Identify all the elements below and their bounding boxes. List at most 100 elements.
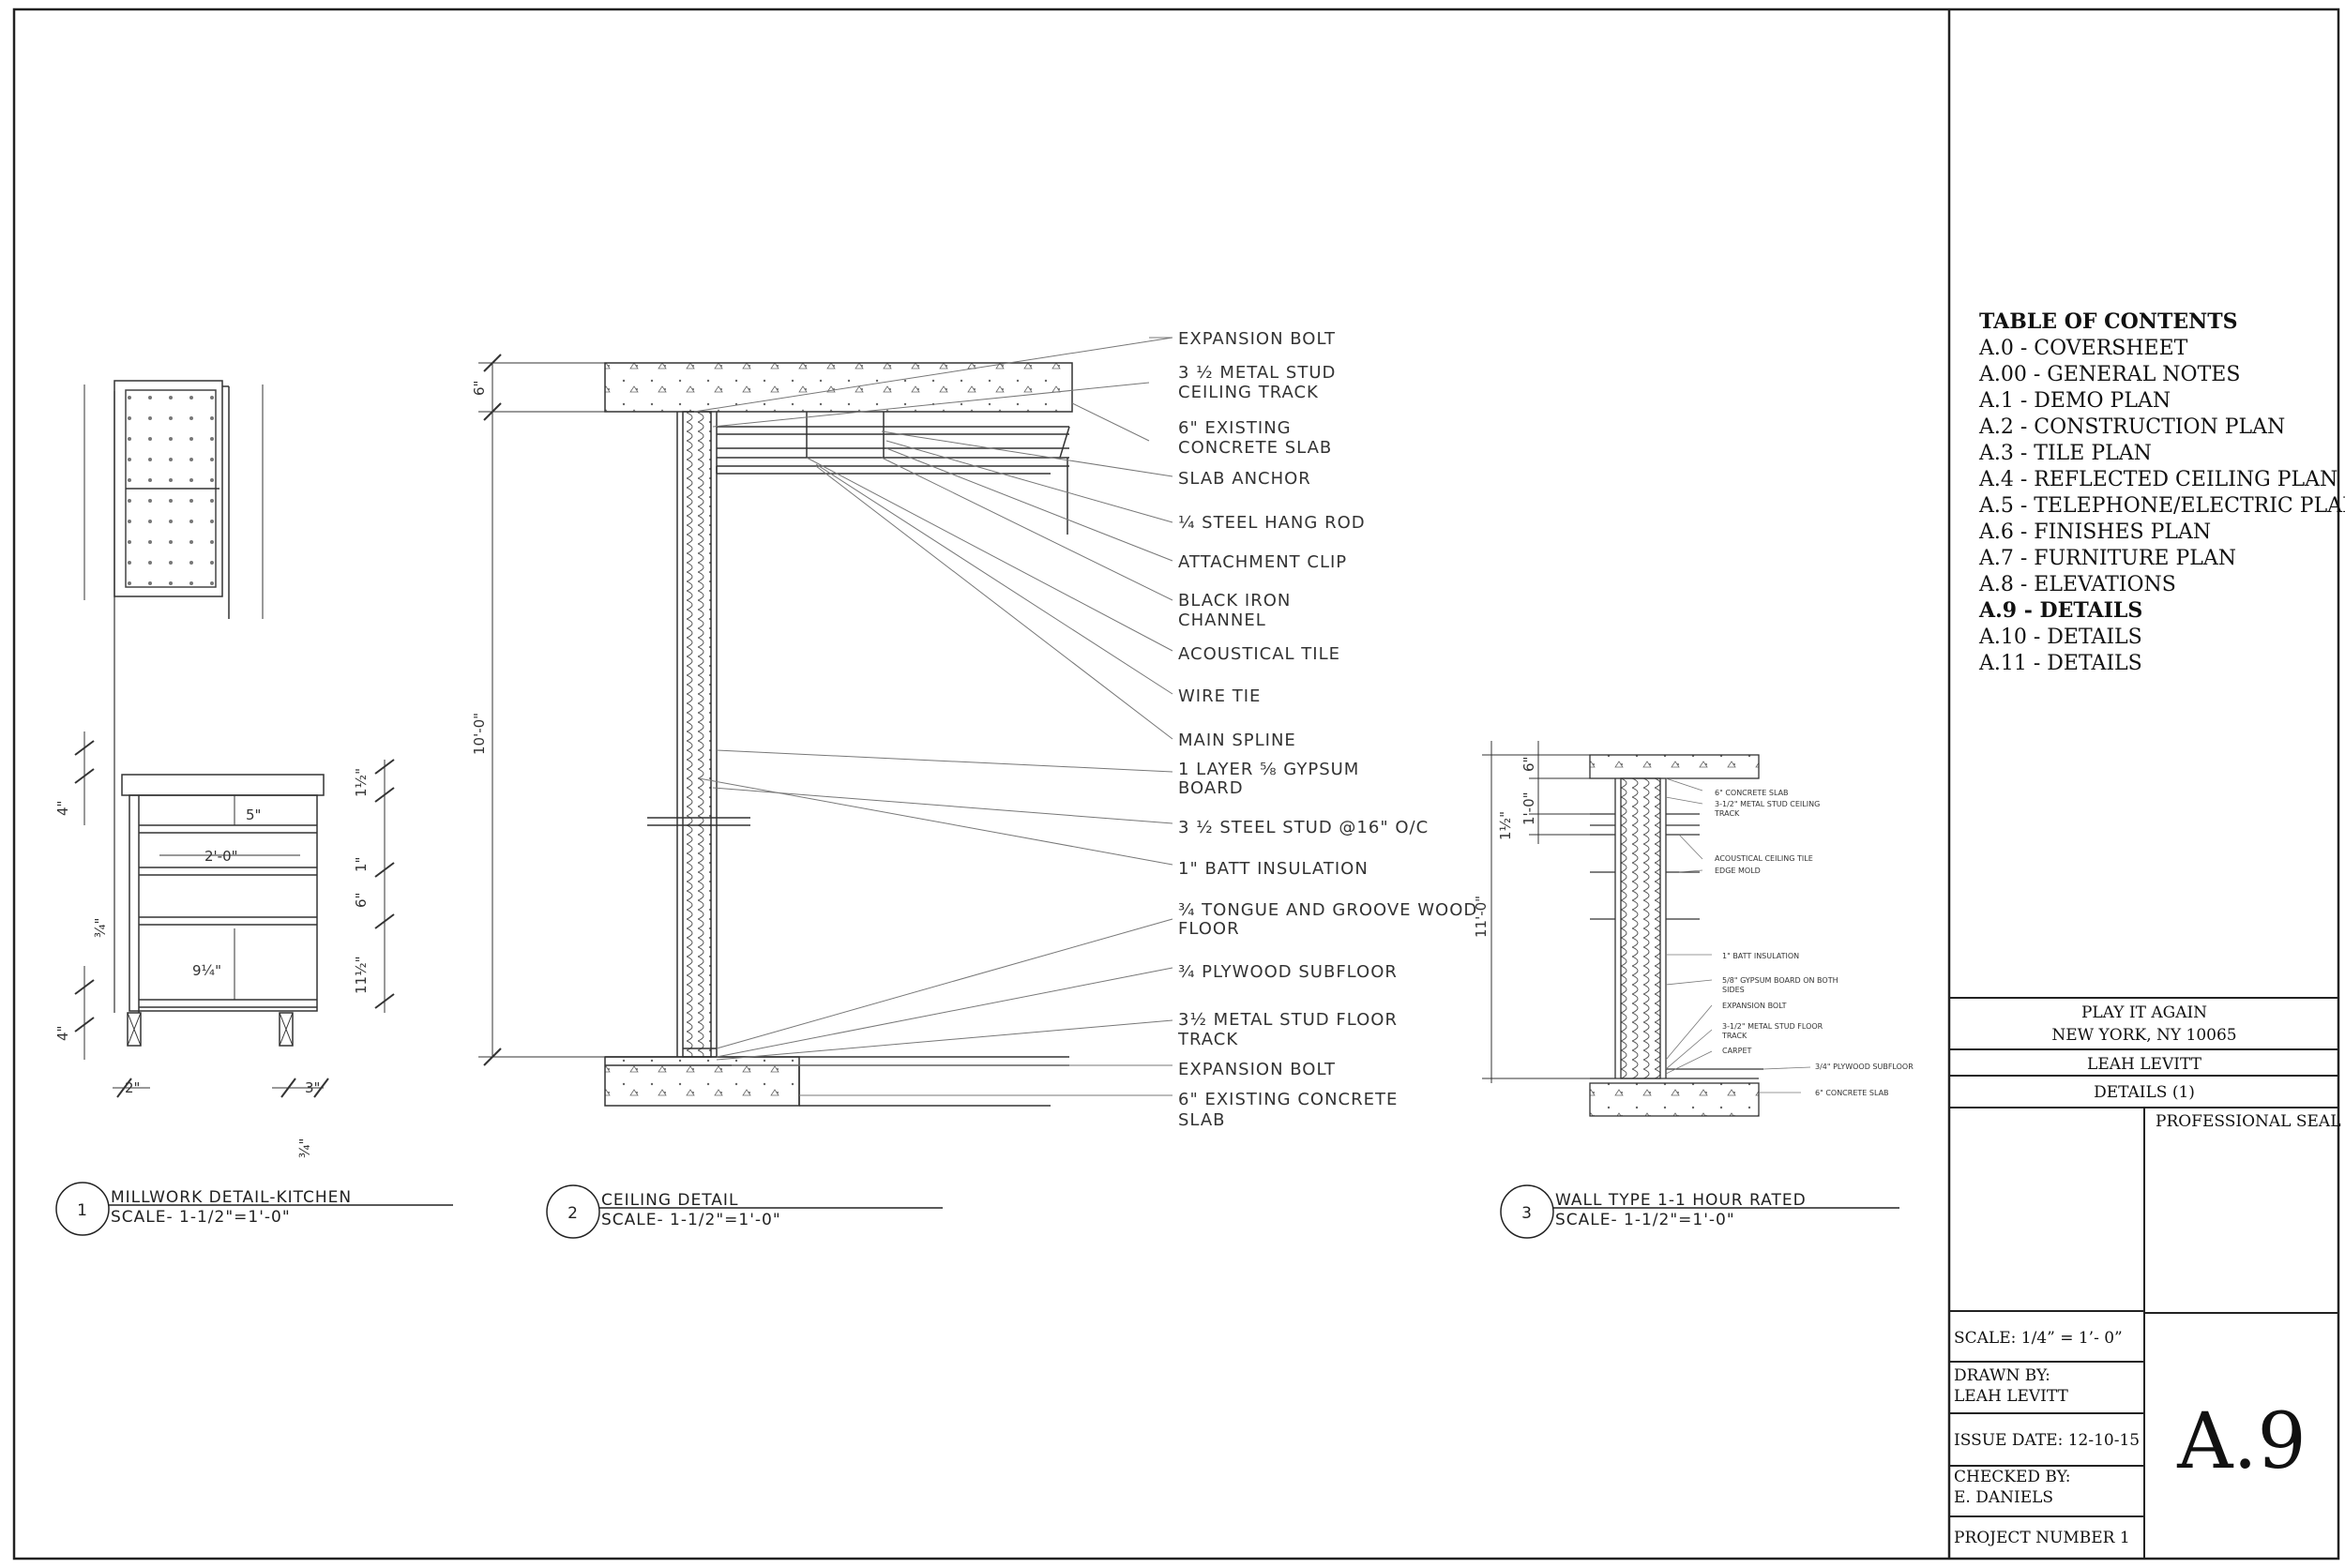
detail-title: MILLWORK DETAIL-KITCHEN (111, 1188, 352, 1207)
wall-callout: 3/4" PLYWOOD SUBFLOOR (1815, 1063, 1914, 1071)
ceiling-detail (478, 337, 1173, 1107)
dim-label: 1'-0" (1520, 792, 1537, 825)
seal-label: PROFESSIONAL SEAL (2156, 1112, 2341, 1131)
dim-label: 5" (246, 807, 261, 823)
wall-callout: 3-1/2" METAL STUD FLOOR (1722, 1022, 1823, 1031)
ceiling-callout: ACOUSTICAL TILE (1178, 644, 1340, 664)
dim-label: 11½" (353, 956, 370, 994)
toc-item: A.0 - COVERSHEET (1978, 337, 2188, 360)
dim-label: 4" (54, 801, 71, 816)
detail-scale: SCALE- 1-1/2"=1'-0" (111, 1208, 291, 1227)
dim-label: 1" (353, 857, 370, 872)
designer-name: LEAH LEVITT (2087, 1055, 2202, 1074)
dim-label: 6" (1520, 757, 1537, 772)
ceiling-callout: 6" EXISTING CONCRETE (1178, 1090, 1398, 1109)
toc-item: A.00 - GENERAL NOTES (1978, 363, 2240, 386)
dim-label: 2'-0" (204, 848, 238, 865)
project-name: PLAY IT AGAIN (2081, 1003, 2207, 1022)
detail-tag-2: 2 CEILING DETAIL SCALE- 1-1/2"=1'-0" (546, 1184, 943, 1239)
ceiling-callout: FLOOR (1178, 919, 1240, 939)
ceiling-callout: CONCRETE SLAB (1178, 438, 1332, 458)
dim-label: 2" (125, 1079, 140, 1096)
detail-number: 1 (77, 1201, 88, 1220)
title-block (1949, 997, 2338, 1559)
ceiling-callout: CEILING TRACK (1178, 383, 1319, 402)
detail-scale: SCALE- 1-1/2"=1'-0" (601, 1211, 781, 1229)
wall-callout: SIDES (1722, 986, 1745, 994)
dim-label: 6" (471, 381, 488, 396)
ceiling-callout: WIRE TIE (1178, 686, 1261, 706)
detail-tag-3: 3 WALL TYPE 1-1 HOUR RATED SCALE- 1-1/2"… (1500, 1184, 1899, 1239)
toc-item: A.11 - DETAILS (1978, 652, 2142, 675)
ceiling-callout: CHANNEL (1178, 611, 1266, 630)
detail-scale: SCALE- 1-1/2"=1'-0" (1555, 1211, 1735, 1229)
dim-label: 9¼" (192, 962, 221, 979)
ceiling-callout: 1" BATT INSULATION (1178, 859, 1369, 879)
dim-label: ¾" (92, 918, 109, 938)
ceiling-callout: BOARD (1178, 778, 1244, 798)
millwork-detail (74, 380, 395, 1098)
wall-callout: TRACK (1714, 809, 1740, 818)
detail-title: WALL TYPE 1-1 HOUR RATED (1555, 1191, 1807, 1210)
wall-callout: EXPANSION BOLT (1722, 1002, 1787, 1010)
checked-by-value: E. DANIELS (1954, 1488, 2053, 1507)
ceiling-callout: SLAB ANCHOR (1178, 469, 1311, 489)
drawn-by-label: DRAWN BY: (1954, 1366, 2050, 1385)
sheet-title: DETAILS (1) (2094, 1083, 2195, 1102)
ceiling-callout: EXPANSION BOLT (1178, 329, 1336, 349)
toc-item: A.3 - TILE PLAN (1978, 442, 2152, 465)
ceiling-callout: EXPANSION BOLT (1178, 1060, 1336, 1079)
wall-labels: 6" CONCRETE SLAB 3-1/2" METAL STUD CEILIN… (1714, 789, 1914, 1097)
toc-item: A.4 - REFLECTED CEILING PLAN (1978, 468, 2337, 491)
ceiling-callout: SLAB (1178, 1110, 1226, 1130)
millwork-dims: 5" 2'-0" 9¼" 4" 1½" 1" 6" 11½" 4" ¾" 2" … (54, 768, 370, 1158)
sheet-number: A.9 (2176, 1397, 2306, 1486)
dim-label: 6" (353, 893, 370, 908)
dim-label: 1½" (353, 768, 370, 797)
drawn-by-value: LEAH LEVITT (1954, 1387, 2069, 1406)
toc-item: A.5 - TELEPHONE/ELECTRIC PLAN (1978, 494, 2345, 518)
detail-tag-1: 1 MILLWORK DETAIL-KITCHEN SCALE- 1-1/2"=… (55, 1182, 453, 1236)
ceiling-callout: 6" EXISTING (1178, 418, 1292, 438)
wall-callout: TRACK (1721, 1032, 1747, 1040)
ceiling-callout: 3 ½ STEEL STUD @16" O/C (1178, 818, 1429, 837)
toc-item: A.1 - DEMO PLAN (1978, 389, 2171, 413)
wall-callout: 1" BATT INSULATION (1722, 952, 1799, 960)
wall-callout: 5/8" GYPSUM BOARD ON BOTH (1722, 976, 1838, 985)
toc-item: A.7 - FURNITURE PLAN (1978, 547, 2236, 570)
dim-label: 4" (54, 1026, 71, 1041)
wall-callout: 3-1/2" METAL STUD CEILING (1715, 800, 1820, 808)
dim-label: 11'-0" (1473, 896, 1490, 938)
wall-detail (1482, 741, 1811, 1117)
ceiling-callout: 1 LAYER ⅝ GYPSUM (1178, 760, 1359, 779)
toc-item: A.6 - FINISHES PLAN (1978, 520, 2211, 544)
ceiling-callout: ATTACHMENT CLIP (1178, 552, 1347, 572)
toc-item: A.10 - DETAILS (1978, 626, 2142, 649)
sheet-border (12, 8, 2340, 1560)
ceiling-callout: 3 ½ METAL STUD (1178, 363, 1336, 383)
ceiling-callout: ¾ PLYWOOD SUBFLOOR (1178, 962, 1398, 982)
detail-number: 3 (1521, 1204, 1533, 1223)
toc-item: A.2 - CONSTRUCTION PLAN (1978, 415, 2285, 439)
checked-by-label: CHECKED BY: (1954, 1468, 2070, 1486)
ceiling-callout: BLACK IRON (1178, 591, 1291, 611)
ceiling-callout: ¾ TONGUE AND GROOVE WOOD (1178, 900, 1477, 920)
dim-label: 3" (305, 1079, 320, 1096)
ceiling-callout: TRACK (1177, 1030, 1238, 1049)
wall-callout: 6" CONCRETE SLAB (1815, 1089, 1889, 1097)
wall-callout: EDGE MOLD (1715, 867, 1761, 875)
detail-number: 2 (567, 1204, 579, 1223)
scale-field: SCALE: 1/4” = 1’- 0” (1954, 1329, 2123, 1348)
project-location: NEW YORK, NY 10065 (2051, 1026, 2236, 1045)
project-number: PROJECT NUMBER 1 (1954, 1529, 2130, 1547)
dim-label: 10'-0" (471, 713, 488, 755)
issue-date: ISSUE DATE: 12-10-15 (1954, 1431, 2140, 1450)
dim-label: ¾" (296, 1138, 313, 1158)
ceiling-callout: ¼ STEEL HANG ROD (1178, 513, 1366, 533)
ceiling-callout: MAIN SPLINE (1178, 731, 1296, 750)
toc-item: A.9 - DETAILS (1978, 598, 2142, 623)
